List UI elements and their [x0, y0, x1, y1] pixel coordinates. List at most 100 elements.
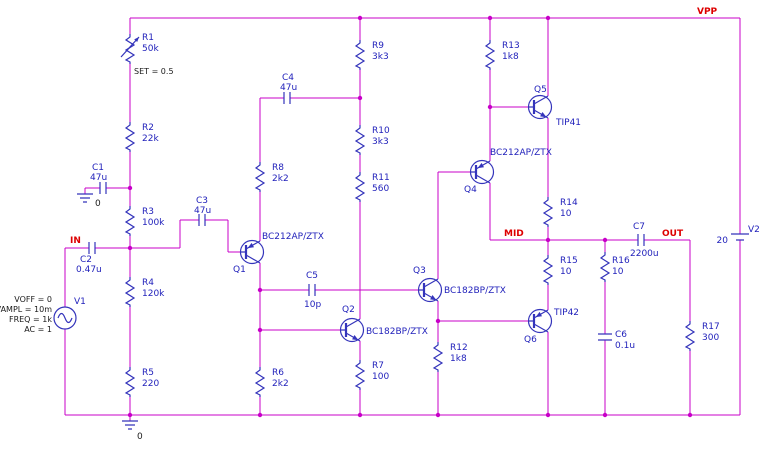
r11-value[interactable]: 560 — [372, 184, 389, 194]
q5-model[interactable]: TIP41 — [555, 118, 581, 128]
q5-ref[interactable]: Q5 — [534, 85, 547, 95]
capacitor-C3[interactable]: C3 47u — [194, 196, 211, 226]
v1-param-freq[interactable]: FREQ = 1k — [9, 315, 52, 324]
r9-ref[interactable]: R9 — [372, 41, 384, 51]
q6-ref[interactable]: Q6 — [524, 335, 537, 345]
net-label-out[interactable]: OUT — [662, 229, 684, 239]
r1-value[interactable]: 50k — [142, 44, 159, 54]
resistor-R8[interactable]: R8 2k2 — [254, 162, 289, 192]
c2-ref[interactable]: C2 — [80, 255, 92, 265]
r1-set-param[interactable]: SET = 0.5 — [134, 67, 174, 76]
v1-param-vampl[interactable]: VAMPL = 10m — [0, 305, 52, 314]
r2-value[interactable]: 22k — [142, 134, 159, 144]
resistor-R7[interactable]: R7 100 — [354, 360, 389, 390]
transistor-Q2[interactable]: Q2 BC182BP/ZTX — [339, 305, 428, 343]
c1-value[interactable]: 47u — [90, 173, 107, 183]
r15-value[interactable]: 10 — [560, 267, 572, 277]
r15-ref[interactable]: R15 — [560, 256, 578, 266]
r2-ref[interactable]: R2 — [142, 123, 154, 133]
transistor-Q1[interactable]: BC212AP/ZTX Q1 — [233, 232, 324, 275]
resistor-R16[interactable]: R16 10 — [599, 252, 630, 282]
r12-value[interactable]: 1k8 — [450, 354, 467, 364]
net-label-in[interactable]: IN — [70, 236, 81, 246]
r9-value[interactable]: 3k3 — [372, 52, 389, 62]
r4-ref[interactable]: R4 — [142, 278, 154, 288]
v2-ref[interactable]: V2 — [748, 225, 760, 235]
r14-ref[interactable]: R14 — [560, 198, 578, 208]
v1-param-voff[interactable]: VOFF = 0 — [14, 295, 52, 304]
r3-ref[interactable]: R3 — [142, 207, 154, 217]
q3-ref[interactable]: Q3 — [413, 266, 426, 276]
resistor-R13[interactable]: R13 1k8 — [484, 40, 520, 70]
c4-value[interactable]: 47u — [280, 83, 297, 93]
r13-value[interactable]: 1k8 — [502, 52, 519, 62]
resistor-R11[interactable]: R11 560 — [354, 172, 390, 202]
capacitor-C1[interactable]: C1 47u — [90, 163, 107, 194]
source-V2[interactable]: V2 20 — [717, 225, 760, 246]
r10-ref[interactable]: R10 — [372, 126, 390, 136]
v1-param-ac[interactable]: AC = 1 — [24, 325, 52, 334]
c3-value[interactable]: 47u — [194, 206, 211, 216]
transistor-Q6[interactable]: TIP42 Q6 — [524, 308, 579, 345]
q2-model[interactable]: BC182BP/ZTX — [366, 327, 428, 337]
r14-value[interactable]: 10 — [560, 209, 572, 219]
c7-value[interactable]: 2200u — [630, 249, 659, 259]
c3-ref[interactable]: C3 — [196, 196, 208, 206]
resistor-R14[interactable]: R14 10 — [542, 197, 578, 227]
r1-ref[interactable]: R1 — [142, 33, 154, 43]
r12-ref[interactable]: R12 — [450, 343, 468, 353]
capacitor-C7[interactable]: C7 2200u — [630, 222, 659, 259]
v2-value[interactable]: 20 — [717, 236, 729, 246]
resistor-R10[interactable]: R10 3k3 — [354, 125, 390, 155]
ground-main[interactable]: 0 — [122, 420, 143, 442]
r13-ref[interactable]: R13 — [502, 41, 520, 51]
resistor-R9[interactable]: R9 3k3 — [354, 40, 389, 70]
r10-value[interactable]: 3k3 — [372, 137, 389, 147]
source-V1[interactable]: V1 VOFF = 0 VAMPL = 10m FREQ = 1k AC = 1 — [0, 295, 86, 334]
c7-ref[interactable]: C7 — [633, 222, 645, 232]
ground-input[interactable]: 0 — [77, 193, 101, 209]
resistor-R17[interactable]: R17 300 — [684, 321, 720, 351]
r3-value[interactable]: 100k — [142, 218, 165, 228]
r8-value[interactable]: 2k2 — [272, 174, 289, 184]
capacitor-C5[interactable]: C5 10p — [304, 271, 321, 310]
c6-ref[interactable]: C6 — [615, 330, 627, 340]
q1-ref[interactable]: Q1 — [233, 265, 246, 275]
q3-model[interactable]: BC182BP/ZTX — [444, 286, 506, 296]
resistor-R5[interactable]: R5 220 — [124, 367, 159, 397]
q2-ref[interactable]: Q2 — [342, 305, 355, 315]
ground-label[interactable]: 0 — [95, 199, 101, 209]
net-label-vpp[interactable]: VPP — [697, 7, 718, 17]
c4-ref[interactable]: C4 — [282, 73, 294, 83]
capacitor-C2[interactable]: C2 0.47u — [76, 242, 102, 275]
r16-value[interactable]: 10 — [612, 267, 624, 277]
v1-ref[interactable]: V1 — [74, 297, 86, 307]
capacitor-C6[interactable]: C6 0.1u — [598, 330, 635, 351]
q4-ref[interactable]: Q4 — [464, 185, 477, 195]
r7-ref[interactable]: R7 — [372, 361, 384, 371]
r11-ref[interactable]: R11 — [372, 173, 390, 183]
transistor-Q3[interactable]: Q3 BC182BP/ZTX — [413, 266, 506, 303]
c1-ref[interactable]: C1 — [92, 163, 104, 173]
resistor-R6[interactable]: R6 2k2 — [254, 367, 289, 397]
r17-ref[interactable]: R17 — [702, 322, 720, 332]
r5-ref[interactable]: R5 — [142, 368, 154, 378]
resistor-R2[interactable]: R2 22k — [124, 122, 159, 152]
c5-ref[interactable]: C5 — [306, 271, 318, 281]
net-label-mid[interactable]: MID — [504, 229, 524, 239]
transistor-Q4[interactable]: BC212AP/ZTX Q4 — [464, 148, 552, 195]
c6-value[interactable]: 0.1u — [615, 341, 635, 351]
r7-value[interactable]: 100 — [372, 372, 389, 382]
r16-ref[interactable]: R16 — [612, 256, 630, 266]
r6-ref[interactable]: R6 — [272, 368, 284, 378]
capacitor-C4[interactable]: C4 47u — [280, 73, 297, 104]
r4-value[interactable]: 120k — [142, 289, 165, 299]
r5-value[interactable]: 220 — [142, 379, 159, 389]
c2-value[interactable]: 0.47u — [76, 265, 102, 275]
q4-model[interactable]: BC212AP/ZTX — [490, 148, 552, 158]
r17-value[interactable]: 300 — [702, 333, 719, 343]
ground-label[interactable]: 0 — [137, 432, 143, 442]
resistor-R4[interactable]: R4 120k — [124, 277, 165, 307]
resistor-R12[interactable]: R12 1k8 — [432, 342, 468, 372]
resistor-R15[interactable]: R15 10 — [542, 255, 578, 285]
